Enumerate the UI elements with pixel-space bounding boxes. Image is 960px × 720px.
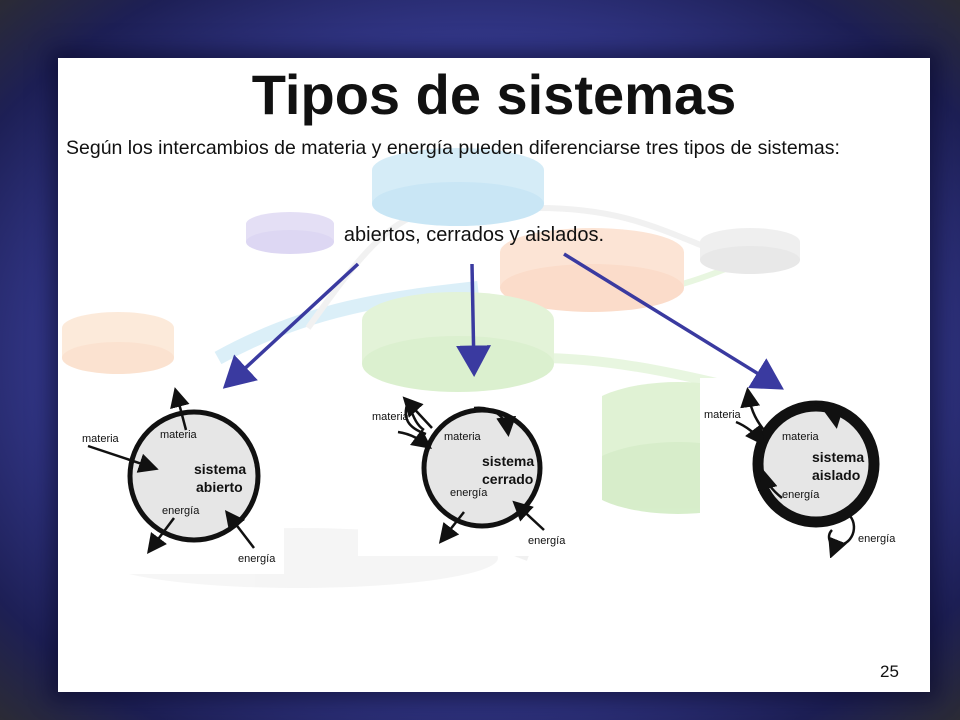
slide-title: Tipos de sistemas (251, 63, 737, 126)
system-name-line1: sistema (194, 461, 246, 477)
inner-energia-label: energía (450, 487, 488, 499)
inner-materia-label: materia (782, 431, 820, 443)
isolated-system-diagram: materia materia sistema aislado energía … (700, 378, 910, 558)
outer-materia-label: materia (82, 433, 120, 445)
inner-materia-label: materia (444, 431, 482, 443)
system-name-line1: sistema (482, 453, 534, 469)
page-number: 25 (880, 662, 899, 681)
intro-text: Según los intercambios de materia y ener… (66, 137, 840, 159)
inner-materia-label: materia (160, 429, 198, 441)
outer-materia-label: materia (372, 411, 410, 423)
outer-energia-label: energía (528, 535, 566, 547)
arrow-to-open-system (222, 262, 360, 389)
arrow-to-closed-system (456, 263, 492, 377)
inner-energia-label: energía (162, 505, 200, 517)
system-name-line2: cerrado (482, 471, 533, 487)
system-name-line2: abierto (196, 479, 243, 495)
inner-energia-label: energía (782, 489, 820, 501)
system-types-line: abiertos, cerrados y aislados. (343, 224, 605, 246)
closed-system-diagram: materia materia sistema cerrado energía … (358, 392, 602, 556)
arrow-to-isolated-system (563, 252, 784, 390)
outer-energia-label: energía (858, 533, 896, 545)
pointer-arrows (222, 252, 784, 390)
system-name-line2: aislado (812, 467, 860, 483)
system-name-line1: sistema (812, 449, 864, 465)
open-system-diagram: materia materia sistema abierto energía … (58, 376, 284, 574)
outer-energia-label: energía (238, 553, 276, 565)
outer-materia-label: materia (704, 409, 742, 421)
slide: Tipos de sistemas Según los intercambios… (58, 58, 930, 692)
